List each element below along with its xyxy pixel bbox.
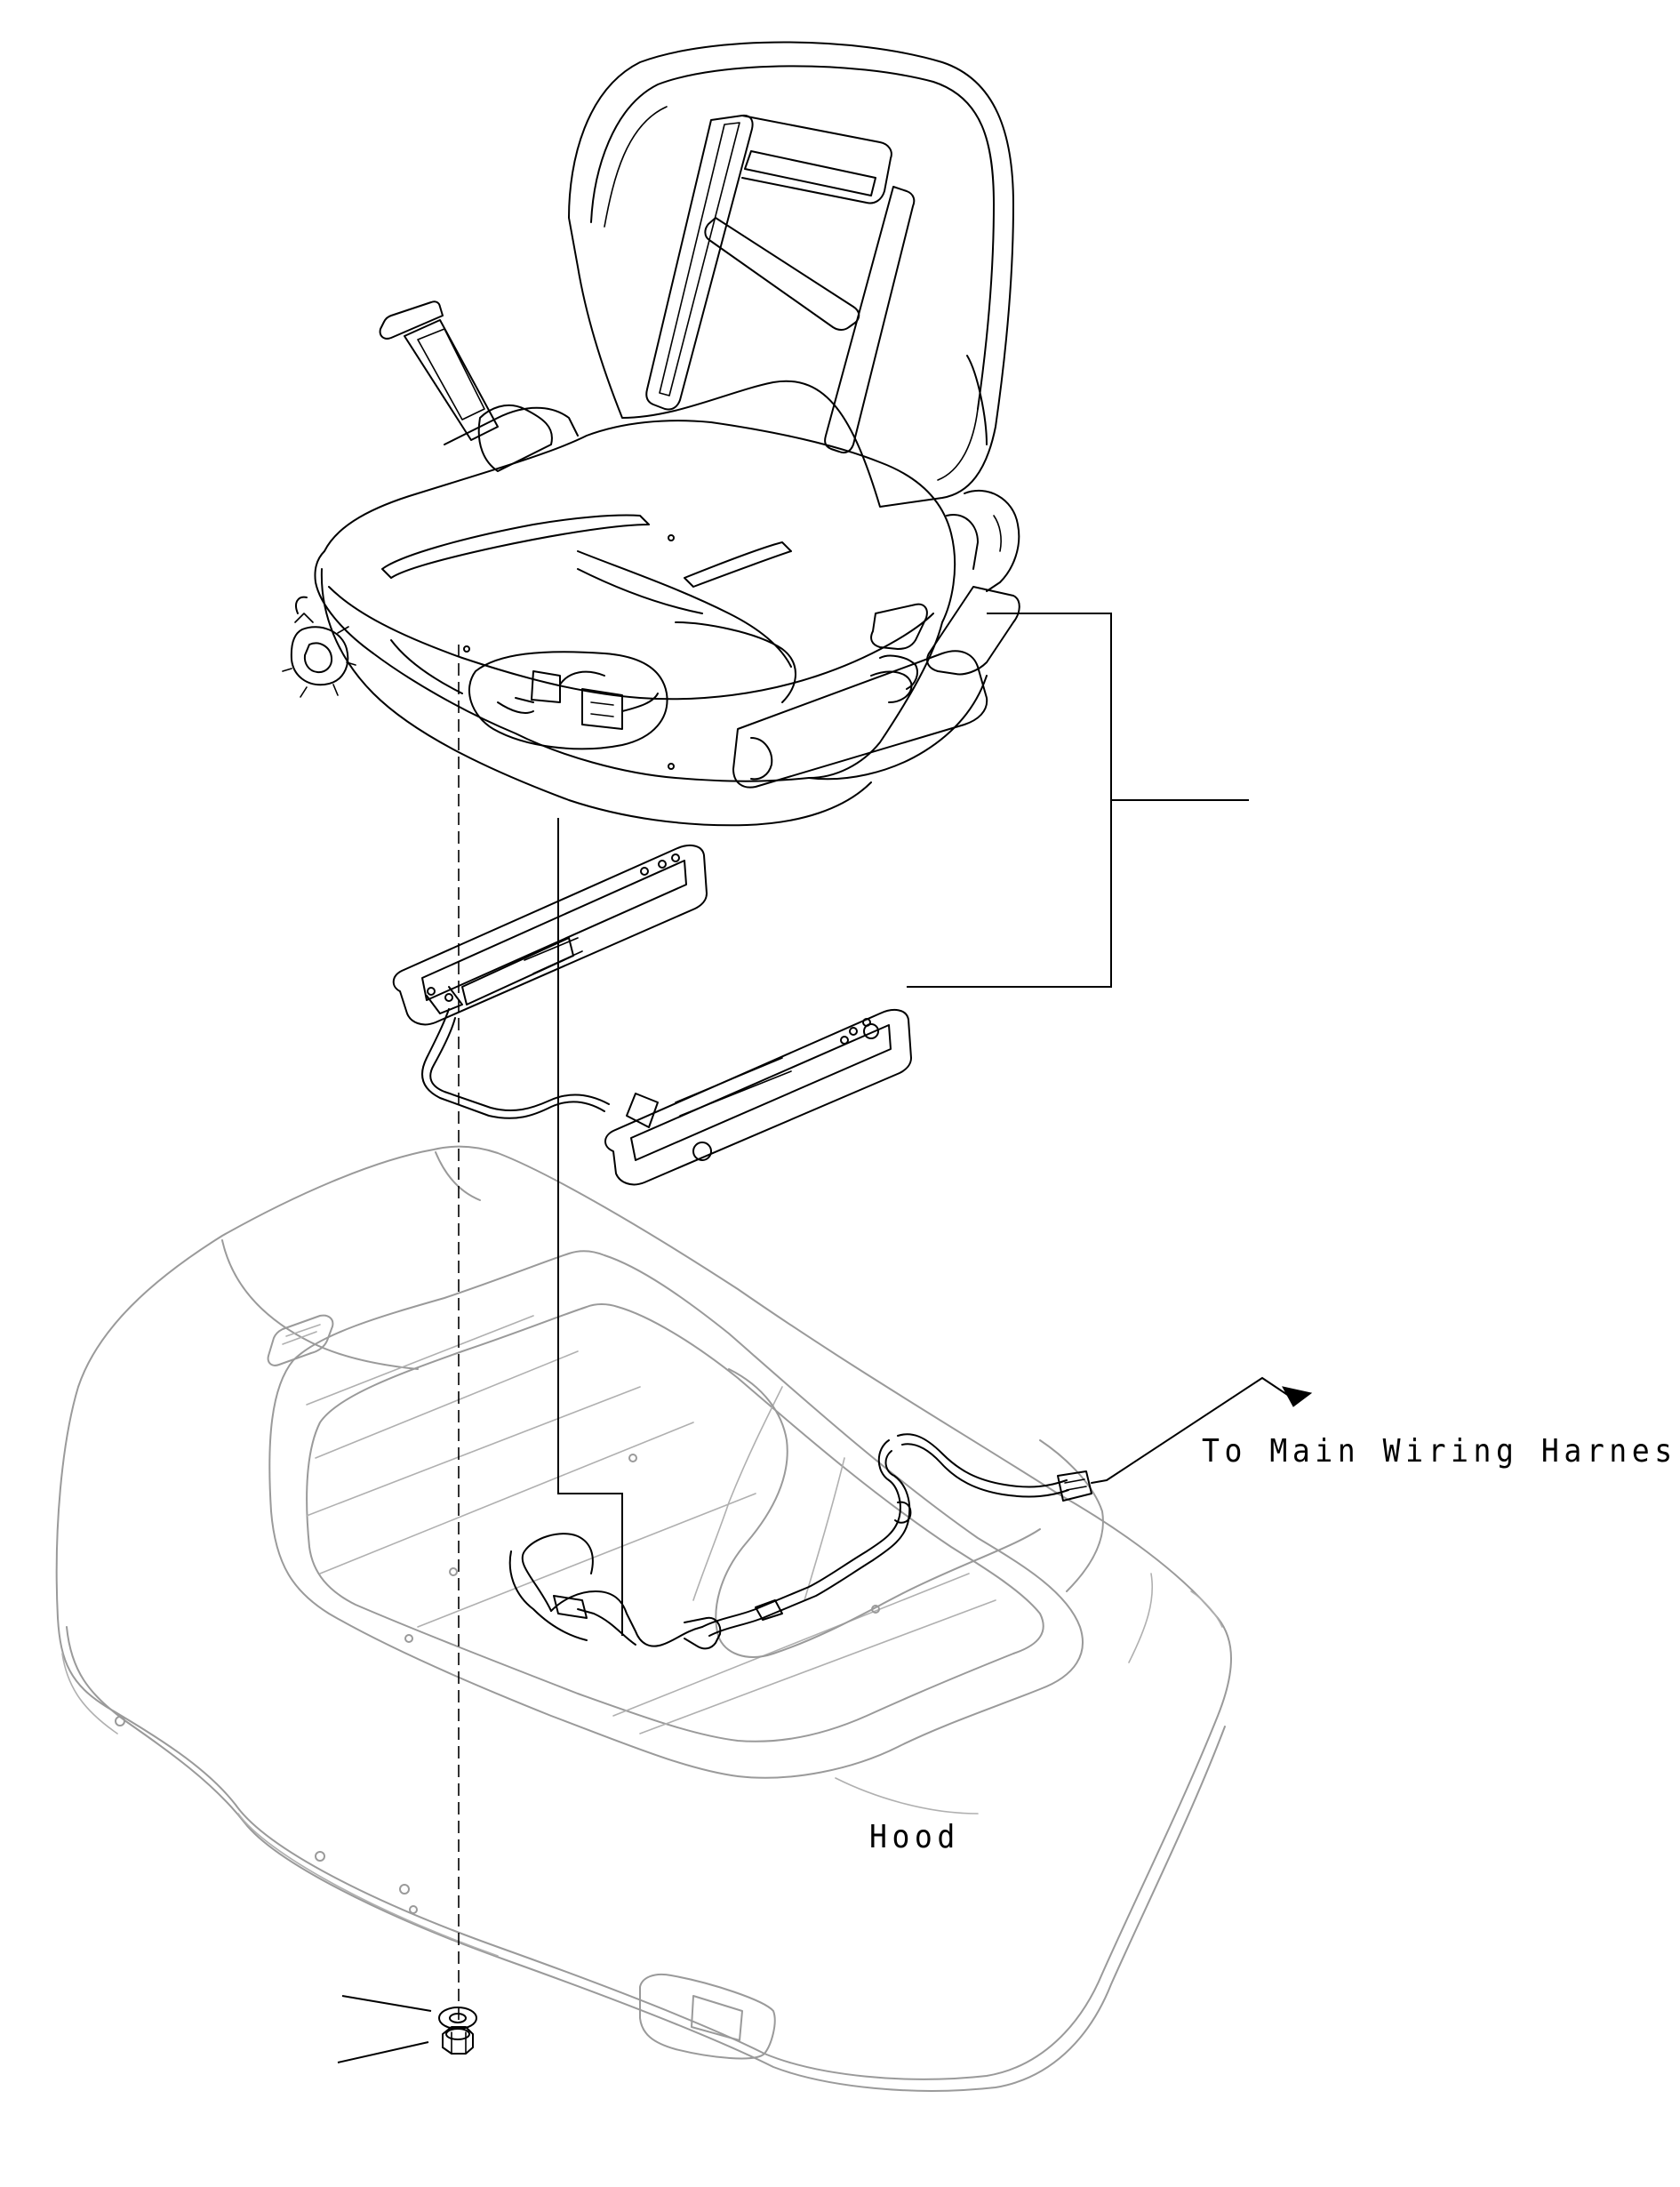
hood-label: Hood bbox=[869, 1819, 960, 1855]
seat-assembly bbox=[282, 41, 1020, 827]
nut bbox=[442, 2026, 474, 2055]
seat-rails bbox=[392, 844, 912, 1186]
washer bbox=[438, 2007, 477, 2030]
main-wiring-harness-label: To Main Wiring Harness bbox=[1202, 1433, 1680, 1470]
hood bbox=[55, 1145, 1232, 2092]
leader-lines bbox=[337, 613, 1313, 2063]
seat-wiring-harness bbox=[508, 1433, 1108, 1650]
